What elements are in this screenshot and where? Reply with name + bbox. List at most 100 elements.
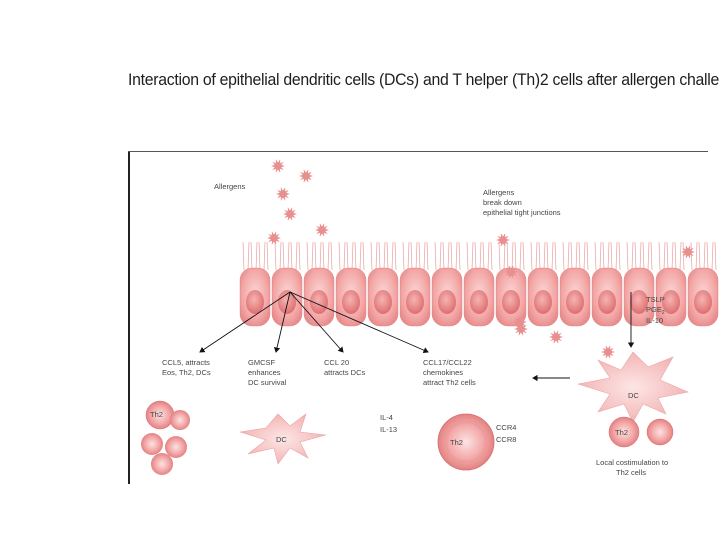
ccl20-line-2: attracts DCs [324, 368, 366, 377]
cilium [691, 242, 692, 270]
cilium [283, 242, 284, 270]
allergen-particle [299, 169, 313, 182]
il-line-1: IL-4 [380, 413, 393, 422]
cilium [299, 242, 300, 270]
local-line-1: Local costimulation to [596, 458, 668, 467]
cilium [488, 242, 489, 270]
allergen-particle [283, 207, 297, 220]
label-il: IL-4 IL-13 [380, 413, 397, 434]
cilium [347, 242, 348, 270]
cilium [552, 242, 553, 270]
eos-cell-4 [151, 453, 173, 475]
epithelial-nucleus [470, 290, 488, 314]
allergen-particle [315, 223, 329, 236]
cilium [635, 242, 636, 270]
epithelial-nucleus [406, 290, 424, 314]
cilium [435, 242, 436, 270]
cilium [280, 242, 281, 270]
cilium [315, 242, 316, 270]
cilium [659, 242, 660, 270]
allergen-particle [549, 330, 563, 343]
cilium [448, 242, 449, 270]
cilium [395, 242, 396, 270]
gmcsf-line-2: enhances [248, 368, 281, 377]
dc-right-label: DC [628, 391, 639, 400]
cilium [512, 242, 513, 270]
cilium [459, 242, 460, 270]
cilium [339, 242, 340, 270]
cilium [323, 242, 324, 270]
ccl17-line-3: attract Th2 cells [423, 378, 476, 387]
local-line-2: Th2 cells [616, 468, 646, 477]
cilium [387, 242, 388, 270]
breakdown-line-1: Allergens [483, 188, 515, 197]
cilium [320, 242, 321, 270]
cilium [491, 242, 492, 270]
th2-cell-right-2 [647, 419, 673, 445]
cilium [664, 242, 665, 270]
cilium [515, 242, 516, 270]
cilium [544, 242, 545, 270]
cilium [712, 242, 713, 270]
breakdown-line-2: break down [483, 198, 522, 207]
epithelial-nucleus [534, 290, 552, 314]
cilium [576, 242, 577, 270]
cilium [392, 242, 393, 270]
cilium [539, 242, 540, 270]
cilium [456, 242, 457, 270]
cilium [264, 242, 265, 270]
cilium [563, 242, 564, 270]
cilium [536, 242, 537, 270]
cilium [699, 242, 700, 270]
cilium [291, 242, 292, 270]
gmcsf-line-3: DC survival [248, 378, 287, 387]
cilium [651, 242, 652, 270]
epithelial-nucleus [438, 290, 456, 314]
cilium [360, 242, 361, 270]
cilium [419, 242, 420, 270]
cilium [555, 242, 556, 270]
cilium [451, 242, 452, 270]
figure-title: Interaction of epithelial dendritic cell… [128, 70, 667, 90]
epithelial-nucleus [246, 290, 264, 314]
th2-right-label: Th2 [615, 428, 628, 437]
cilium [523, 242, 524, 270]
cilium [627, 242, 628, 270]
label-breakdown: Allergens break down epithelial tight ju… [483, 188, 561, 217]
breakdown-line-3: epithelial tight junctions [483, 208, 561, 217]
allergen-particle [276, 187, 290, 200]
cilium [328, 242, 329, 270]
th2-eos-cluster: Th2 [141, 401, 190, 475]
cilium [579, 242, 580, 270]
allergen-particle [496, 233, 510, 246]
cilium [331, 242, 332, 270]
epithelial-nucleus [374, 290, 392, 314]
cilium [251, 242, 252, 270]
cilium [440, 242, 441, 270]
label-allergens: Allergens [214, 182, 246, 191]
th2-center-label: Th2 [450, 438, 463, 447]
epithelial-nucleus [694, 290, 712, 314]
cilium [472, 242, 473, 270]
allergen-particle [267, 231, 281, 244]
cilium [248, 242, 249, 270]
label-gmcsf: GMCSF enhances DC survival [248, 358, 287, 387]
ccl17-line-2: chemokines [423, 368, 463, 377]
cilium [296, 242, 297, 270]
cilium [499, 242, 500, 270]
cilium [259, 242, 260, 270]
cilium [355, 242, 356, 270]
cilium [363, 242, 364, 270]
cilium [403, 242, 404, 270]
cilium [715, 242, 716, 270]
cilium [571, 242, 572, 270]
cilium [616, 242, 617, 270]
cilium [307, 242, 308, 270]
cilium [680, 242, 681, 270]
cilium [424, 242, 425, 270]
cilium [467, 242, 468, 270]
cilium [275, 242, 276, 270]
cilium [352, 242, 353, 270]
cilium [408, 242, 409, 270]
